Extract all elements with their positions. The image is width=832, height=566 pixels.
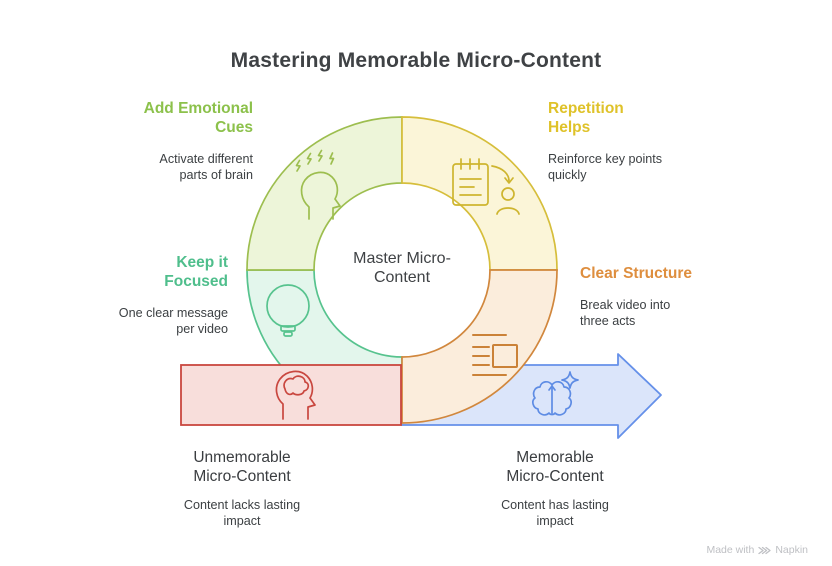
section-repetition-label-block: Repetition Helps Reinforce key points qu… [548,100,738,183]
flow-unmemorable-title: Unmemorable Micro-Content [193,449,291,485]
head-lightning-icon [295,149,341,220]
brain-sparkle-icon [532,371,579,416]
section-focused-label-block: Keep it Focused One clear message per vi… [38,254,228,337]
center-label: Master Micro- Content [353,250,451,286]
notepad-repeat-icon [452,158,520,215]
section-emotional-label-block: Add Emotional Cues Activate different pa… [63,100,253,183]
structure-lines-icon [472,334,518,376]
flow-memorable-block: Memorable Micro-Content Content has last… [450,449,660,530]
section-repetition-title: Repetition Helps [548,100,624,136]
section-emotional-title: Add Emotional Cues [143,100,253,136]
flow-memorable-title: Memorable Micro-Content [506,449,604,485]
section-structure-title: Clear Structure [580,265,692,282]
section-structure-label-block: Clear Structure Break video into three a… [580,265,770,329]
section-repetition-desc: Reinforce key points quickly [548,151,663,182]
quadrant-repetition-shape [401,116,558,271]
flow-unmemorable-desc: Content lacks lasting impact [183,498,301,528]
section-focused-title: Keep it Focused [164,254,228,290]
watermark-prefix: Made with [706,544,755,556]
section-structure-desc: Break video into three acts [580,297,671,329]
section-focused-desc: One clear message per video [118,305,228,336]
napkin-logo-icon [758,546,771,554]
flow-unmemorable-block: Unmemorable Micro-Content Content lacks … [137,449,347,530]
quadrant-emotional-shape [246,116,403,271]
flow-memorable-desc: Content has lasting impact [501,498,609,528]
head-brain-icon [275,370,316,420]
watermark-brand: Napkin [775,544,808,556]
page-title: Mastering Memorable Micro-Content [230,49,602,72]
lightbulb-icon [266,284,310,337]
section-emotional-desc: Activate different parts of brain [159,151,253,182]
watermark: Made with Napkin [706,544,808,556]
